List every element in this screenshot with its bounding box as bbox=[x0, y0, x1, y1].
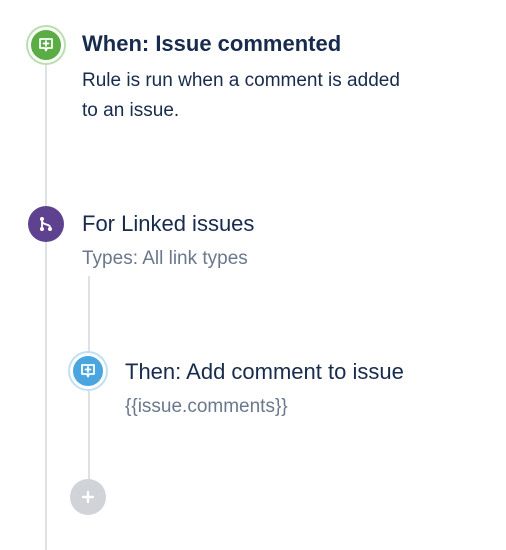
action-node[interactable] bbox=[70, 353, 106, 389]
comment-plus-icon bbox=[38, 37, 54, 53]
trigger-node[interactable] bbox=[28, 27, 64, 63]
branch-title[interactable]: For Linked issues bbox=[82, 211, 255, 236]
main-connector-line bbox=[45, 62, 47, 550]
branch-subtitle: Types: All link types bbox=[82, 248, 248, 269]
trigger-description-line1: Rule is run when a comment is added bbox=[82, 70, 400, 91]
branch-icon bbox=[37, 215, 55, 233]
trigger-description-line2: to an issue. bbox=[82, 100, 180, 121]
trigger-description: Rule is run when a comment is added to a… bbox=[82, 66, 482, 126]
trigger-title[interactable]: When: Issue commented bbox=[82, 31, 342, 56]
action-title[interactable]: Then: Add comment to issue bbox=[125, 359, 404, 384]
comment-plus-icon bbox=[80, 363, 96, 379]
add-component-button[interactable] bbox=[70, 479, 106, 515]
branch-node[interactable] bbox=[28, 206, 64, 242]
action-subtitle: {{issue.comments}} bbox=[125, 396, 288, 417]
plus-icon bbox=[81, 490, 95, 504]
